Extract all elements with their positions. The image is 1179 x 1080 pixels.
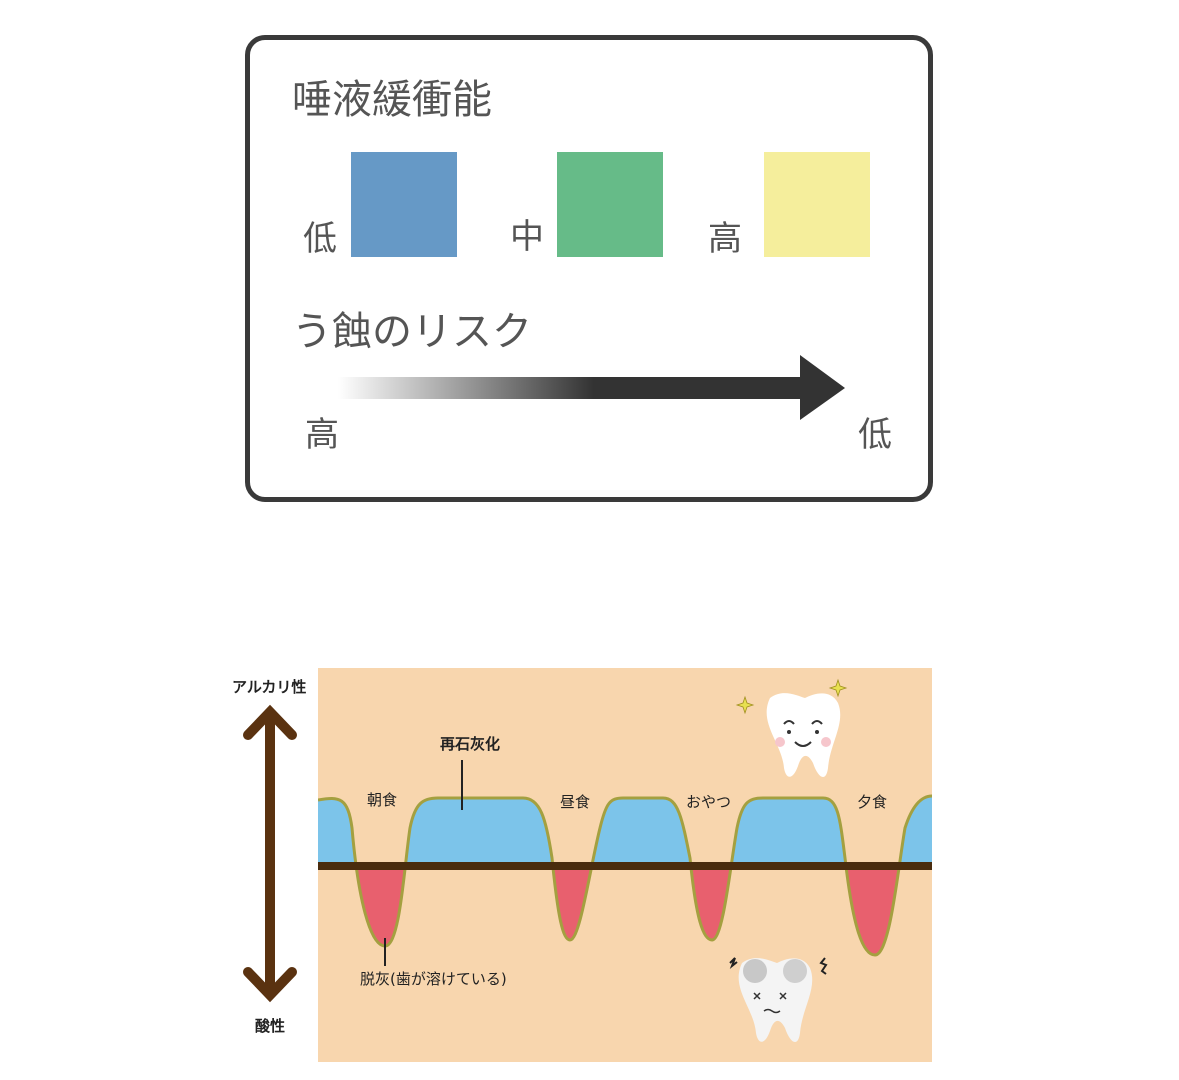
meal-lunch-label: 昼食 xyxy=(560,793,591,811)
legend-box xyxy=(245,35,933,502)
axis-alkaline-label: アルカリ性 xyxy=(232,678,307,696)
remineralization-area xyxy=(318,796,932,866)
happy-tooth-icon xyxy=(735,678,848,778)
level-low-swatch xyxy=(351,152,457,257)
level-high-swatch xyxy=(764,152,870,257)
ph-curve xyxy=(318,794,932,957)
demineralization-label: 脱灰(歯が溶けている) xyxy=(360,970,507,988)
remineralization-label: 再石灰化 xyxy=(440,735,501,753)
risk-gradient-arrow xyxy=(338,355,845,420)
axis-acidic-label: 酸性 xyxy=(255,1017,286,1035)
meal-dinner-label: 夕食 xyxy=(857,793,888,811)
sick-tooth-icon xyxy=(729,957,828,1043)
meal-breakfast-label: 朝食 xyxy=(367,791,398,809)
level-high-label: 高 xyxy=(708,219,742,259)
neutral-baseline xyxy=(318,862,932,870)
ph-curve-diagram xyxy=(318,668,932,1062)
ph-axis-arrow xyxy=(243,704,297,1003)
level-mid-swatch xyxy=(557,152,663,257)
legend-title: 唾液緩衝能 xyxy=(292,77,492,123)
risk-title: う蝕のリスク xyxy=(292,309,532,355)
level-low-label: 低 xyxy=(303,219,337,259)
risk-end-label: 低 xyxy=(858,415,892,455)
risk-start-label: 高 xyxy=(305,415,339,455)
level-mid-label: 中 xyxy=(510,217,544,257)
meal-snack-label: おやつ xyxy=(686,793,732,811)
